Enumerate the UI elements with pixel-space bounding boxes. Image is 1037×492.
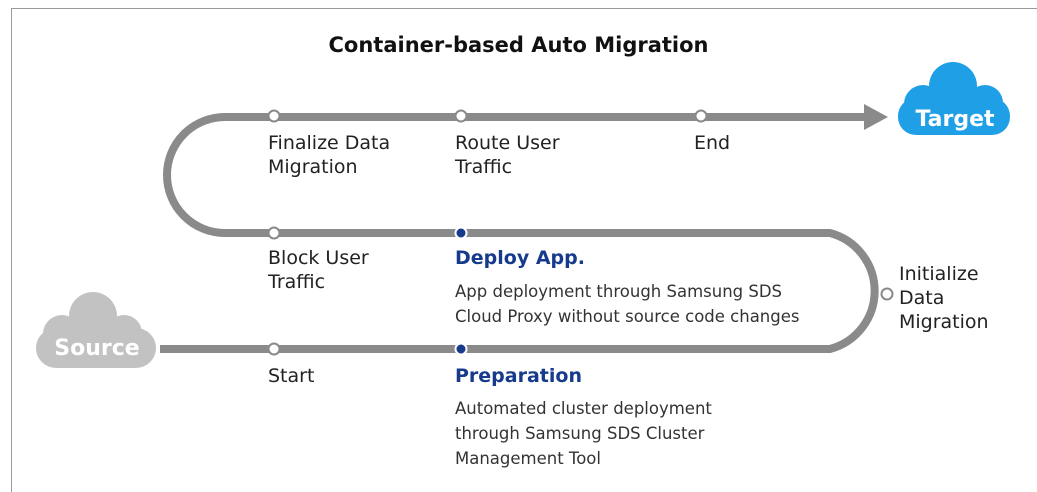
source-cloud-icon (36, 292, 156, 368)
milestone-label-start: Start (268, 365, 315, 387)
path-arrowhead (864, 104, 888, 130)
target-cloud-icon (898, 62, 1010, 135)
step-title-deploy: Deploy App. (455, 247, 585, 269)
step-title-preparation: Preparation (455, 365, 582, 387)
milestone-label-initialize: Initialize Data Migration (899, 263, 989, 333)
milestone-dot-deploy (454, 226, 468, 240)
milestone-label-route: Route User Traffic (455, 132, 560, 178)
diagram-frame (11, 8, 1037, 492)
source-label: Source (54, 336, 139, 361)
milestone-dot-finalize (267, 109, 281, 123)
milestone-label-finalize: Finalize Data Migration (268, 132, 391, 178)
milestone-dot-start (267, 342, 281, 356)
milestone-dot-end (694, 109, 708, 123)
diagram-title: Container-based Auto Migration (328, 33, 709, 57)
target-label: Target (915, 107, 995, 132)
migration-path (160, 113, 879, 353)
milestone-dot-block (267, 226, 281, 240)
step-description-preparation: Automated cluster deployment through Sam… (455, 399, 712, 468)
milestone-label-end: End (694, 132, 731, 154)
milestone-dot-initialize (880, 287, 894, 301)
milestone-dot-route (454, 109, 468, 123)
step-description-deploy: App deployment through Samsung SDS Cloud… (455, 282, 800, 326)
milestone-label-block: Block User Traffic (268, 247, 369, 293)
milestone-dot-preparation (454, 342, 468, 356)
